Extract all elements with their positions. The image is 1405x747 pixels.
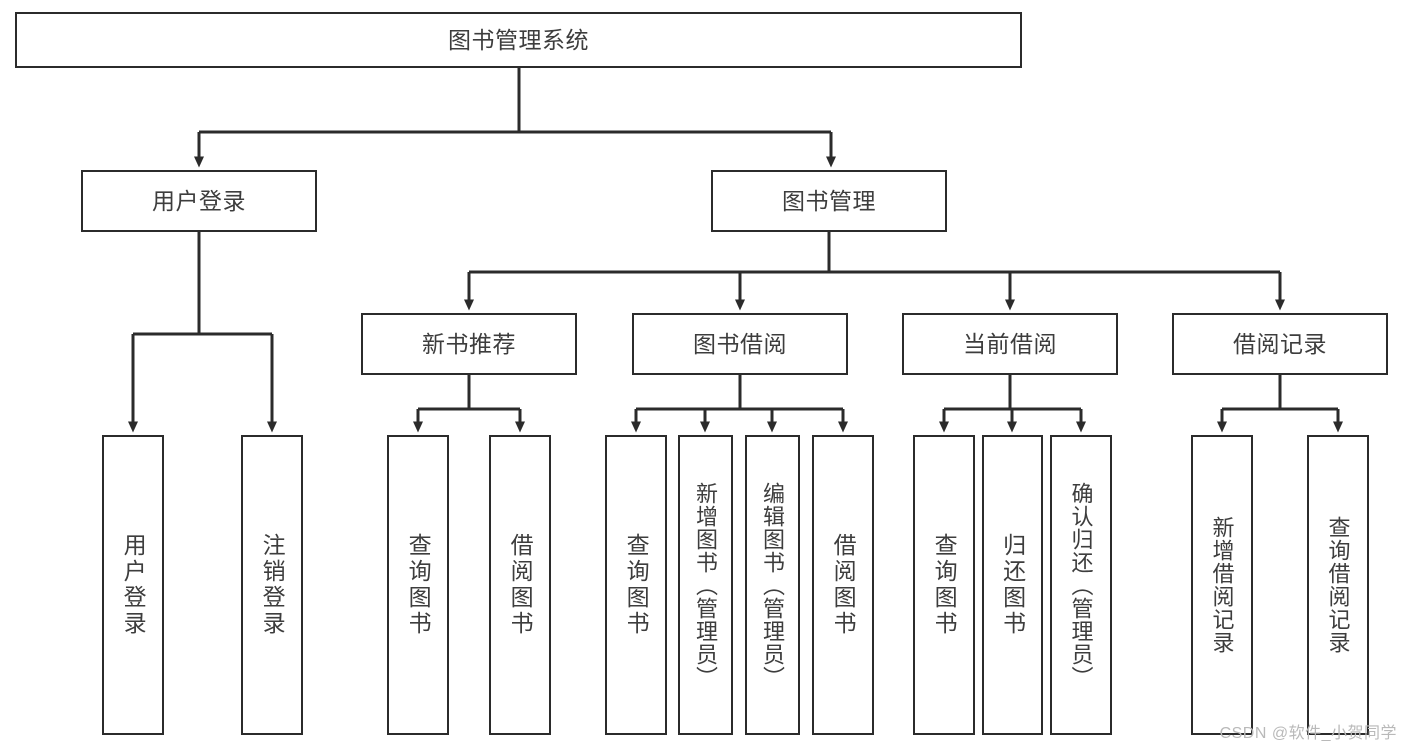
leaf-user-login-logout[interactable]: 注销登录 bbox=[241, 435, 303, 735]
node-label: 借阅图书 bbox=[830, 533, 857, 637]
node-user-login[interactable]: 用户登录 bbox=[81, 170, 317, 232]
node-label: 新书推荐 bbox=[422, 330, 516, 357]
node-new-book-recommend[interactable]: 新书推荐 bbox=[361, 313, 577, 375]
node-label: 编辑图书（管理员） bbox=[760, 481, 786, 689]
leaf-book-borrow-borrow[interactable]: 借阅图书 bbox=[812, 435, 874, 735]
node-label: 确认归还（管理员） bbox=[1068, 481, 1094, 689]
node-borrow-record[interactable]: 借阅记录 bbox=[1172, 313, 1388, 375]
node-label: 用户登录 bbox=[120, 533, 147, 637]
leaf-book-borrow-edit[interactable]: 编辑图书（管理员） bbox=[745, 435, 800, 735]
leaf-current-borrow-query[interactable]: 查询图书 bbox=[913, 435, 975, 735]
node-label: 查询借阅记录 bbox=[1325, 516, 1351, 654]
leaf-new-book-borrow[interactable]: 借阅图书 bbox=[489, 435, 551, 735]
leaf-borrow-record-add[interactable]: 新增借阅记录 bbox=[1191, 435, 1253, 735]
node-label: 查询图书 bbox=[623, 533, 650, 637]
watermark-text: CSDN @软件_小贺同学 bbox=[1219, 725, 1397, 742]
node-label: 用户登录 bbox=[152, 187, 246, 214]
node-label: 图书管理系统 bbox=[448, 26, 589, 53]
leaf-current-borrow-return[interactable]: 归还图书 bbox=[982, 435, 1043, 735]
leaf-book-borrow-add[interactable]: 新增图书（管理员） bbox=[678, 435, 733, 735]
node-label: 查询图书 bbox=[405, 533, 432, 637]
node-root-system[interactable]: 图书管理系统 bbox=[15, 12, 1022, 68]
node-label: 注销登录 bbox=[259, 533, 286, 637]
node-label: 新增图书（管理员） bbox=[693, 481, 719, 689]
node-label: 借阅记录 bbox=[1233, 330, 1327, 357]
leaf-current-borrow-confirm-return[interactable]: 确认归还（管理员） bbox=[1050, 435, 1112, 735]
leaf-book-borrow-query[interactable]: 查询图书 bbox=[605, 435, 667, 735]
node-label: 当前借阅 bbox=[963, 330, 1057, 357]
node-label: 新增借阅记录 bbox=[1209, 516, 1235, 654]
node-label: 图书管理 bbox=[782, 187, 876, 214]
leaf-user-login-login[interactable]: 用户登录 bbox=[102, 435, 164, 735]
leaf-borrow-record-query[interactable]: 查询借阅记录 bbox=[1307, 435, 1369, 735]
node-book-borrow[interactable]: 图书借阅 bbox=[632, 313, 848, 375]
node-label: 图书借阅 bbox=[693, 330, 787, 357]
node-label: 查询图书 bbox=[931, 533, 958, 637]
node-label: 归还图书 bbox=[999, 533, 1026, 637]
node-current-borrow[interactable]: 当前借阅 bbox=[902, 313, 1118, 375]
node-book-management[interactable]: 图书管理 bbox=[711, 170, 947, 232]
leaf-new-book-query[interactable]: 查询图书 bbox=[387, 435, 449, 735]
node-label: 借阅图书 bbox=[507, 533, 534, 637]
